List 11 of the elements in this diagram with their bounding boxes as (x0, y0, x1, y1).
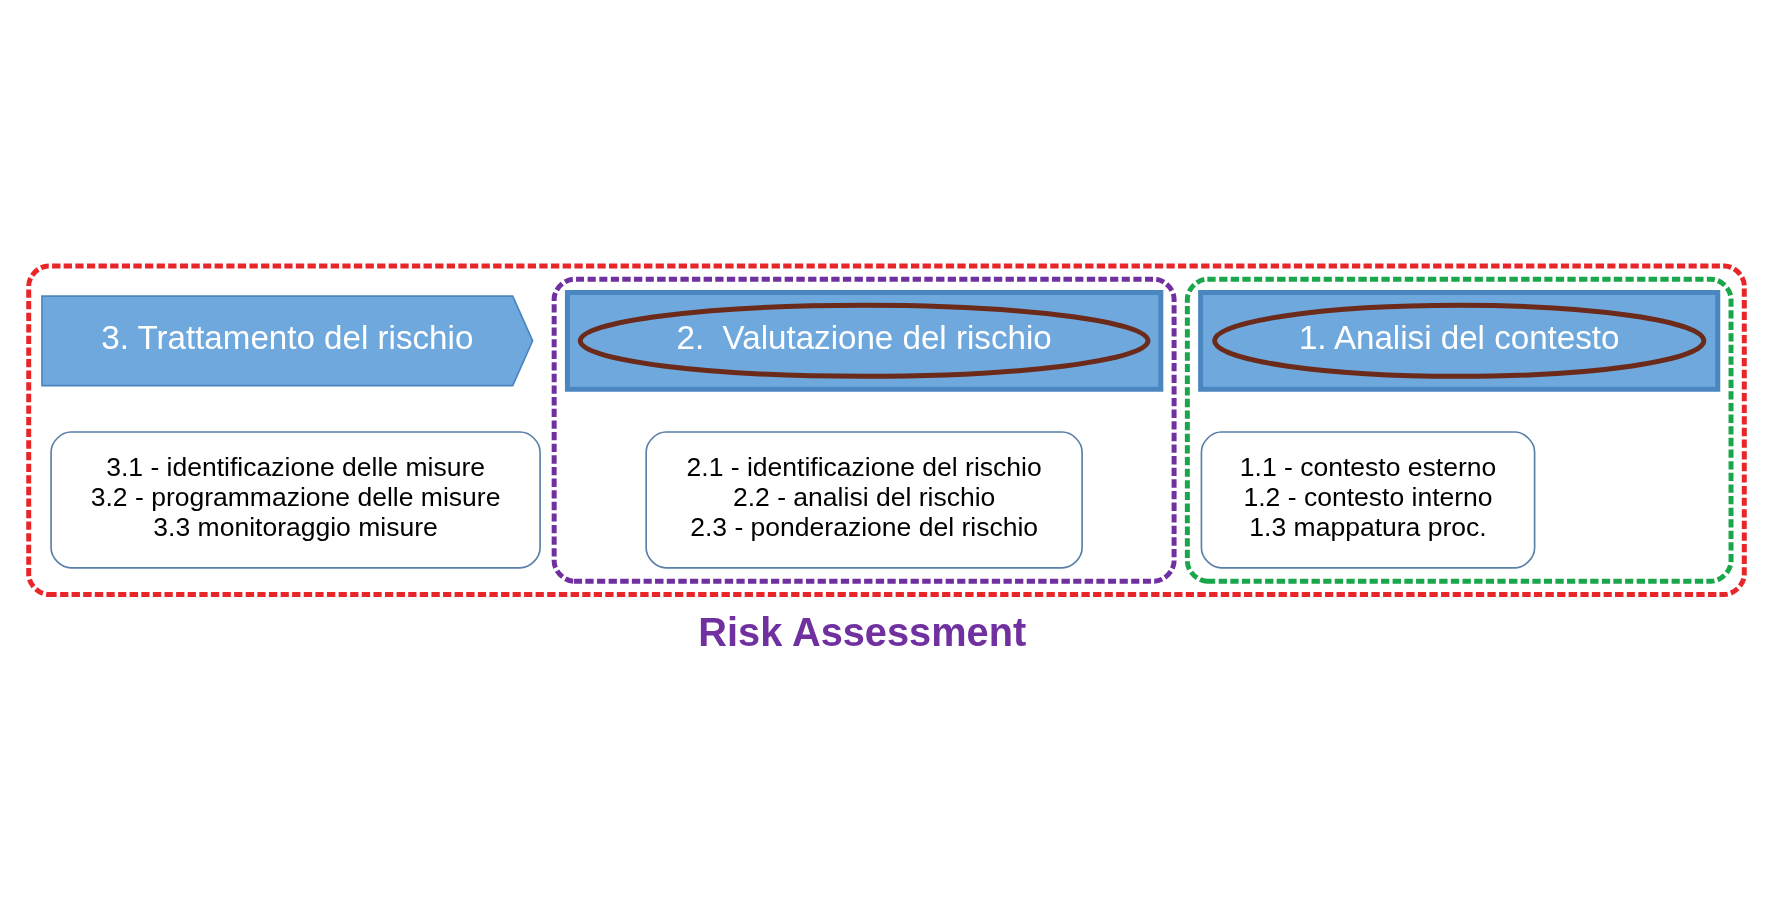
cluster (551, 276, 1177, 584)
node-box: 2.1 - identificazione del rischio 2.2 - analisi del rischio 2.3 - ponderazione del rischio (645, 431, 1083, 569)
cluster (564, 289, 1164, 392)
node-box: 3.1 - identificazione delle misure 3.2 - programmazione delle misure 3.3 monitoraggio misure (50, 431, 541, 569)
cluster (26, 263, 1747, 597)
cluster (1198, 289, 1721, 392)
node-ellipse: 1. Analisi del contesto (1212, 302, 1707, 379)
cluster (1184, 276, 1734, 584)
node-box: 1.1 - contesto esterno 1.2 - contesto interno 1.3 mappatura proc. (1200, 431, 1536, 569)
label: Risk Assessment (698, 610, 1027, 655)
node-ellipse: 2. Valutazione del rischio (577, 302, 1151, 379)
